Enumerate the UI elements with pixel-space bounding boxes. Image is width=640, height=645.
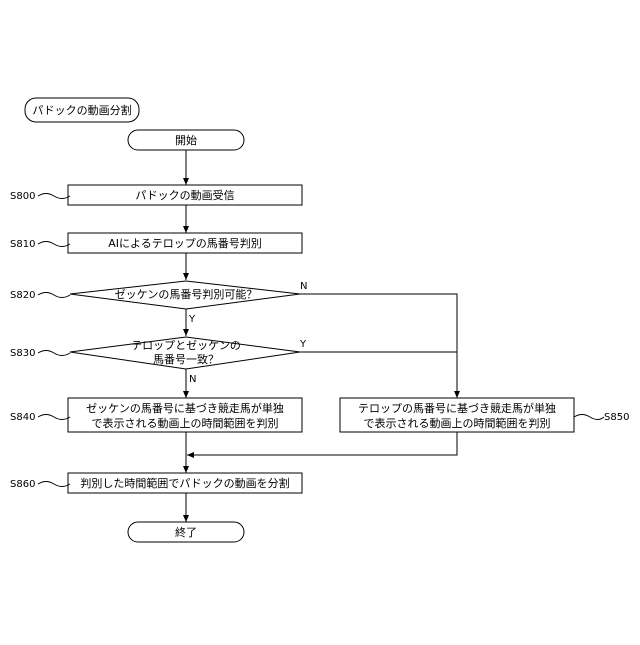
branch-label-s820-no: N [300, 281, 307, 292]
process-s850-text-line2: で表示される動画上の時間範囲を判別 [364, 416, 551, 430]
leader-s800 [38, 194, 70, 199]
process-s810: AIによるテロップの馬番号判別 [68, 233, 302, 253]
decision-s820-text: ゼッケンの馬番号判別可能？ [115, 287, 258, 301]
connector-s850-merge [187, 432, 457, 455]
start-terminal: 開始 [128, 130, 244, 150]
process-s850: テロップの馬番号に基づき競走馬が単独 で表示される動画上の時間範囲を判別 [340, 398, 574, 432]
step-label-s840: S840 [10, 412, 35, 423]
leader-s820 [38, 293, 70, 298]
end-label: 終了 [175, 525, 197, 539]
decision-s830-text-line1: テロップとゼッケンの [131, 339, 241, 352]
process-s840-text-line2: で表示される動画上の時間範囲を判別 [92, 416, 279, 430]
step-label-s850: S850 [604, 412, 629, 423]
process-s800: パドックの動画受信 [68, 185, 302, 205]
connector-s820-no [300, 294, 457, 398]
leader-s850 [574, 415, 604, 420]
leader-s810 [38, 242, 70, 247]
start-label: 開始 [175, 133, 197, 147]
process-s860-text: 判別した時間範囲でパドックの動画を分割 [80, 476, 289, 490]
step-label-s810: S810 [10, 239, 35, 250]
process-s860: 判別した時間範囲でパドックの動画を分割 [68, 473, 302, 493]
step-label-s830: S830 [10, 348, 35, 359]
process-s800-text: パドックの動画受信 [135, 188, 234, 202]
process-s810-text: AIによるテロップの馬番号判別 [108, 237, 261, 250]
decision-s830: テロップとゼッケンの 馬番号一致？ [70, 337, 300, 369]
leader-s860 [38, 482, 70, 487]
step-label-s820: S820 [10, 290, 35, 301]
process-s840: ゼッケンの馬番号に基づき競走馬が単独 で表示される動画上の時間範囲を判別 [68, 398, 302, 432]
flowchart-title-text: パドックの動画分割 [32, 103, 131, 117]
flowchart-title: パドックの動画分割 [25, 98, 139, 122]
branch-label-s830-yes: Y [299, 339, 307, 350]
leader-s830 [38, 351, 70, 356]
step-label-s860: S860 [10, 479, 35, 490]
end-terminal: 終了 [128, 522, 244, 542]
process-s850-text-line1: テロップの馬番号に基づき競走馬が単独 [358, 401, 556, 415]
branch-label-s830-no: N [189, 374, 196, 385]
process-s840-text-line1: ゼッケンの馬番号に基づき競走馬が単独 [86, 401, 284, 415]
leader-s840 [38, 415, 70, 420]
decision-s830-text-line2: 馬番号一致？ [153, 352, 219, 366]
step-label-s800: S800 [10, 191, 35, 202]
branch-label-s820-yes: Y [188, 314, 196, 325]
decision-s820: ゼッケンの馬番号判別可能？ [70, 281, 300, 309]
